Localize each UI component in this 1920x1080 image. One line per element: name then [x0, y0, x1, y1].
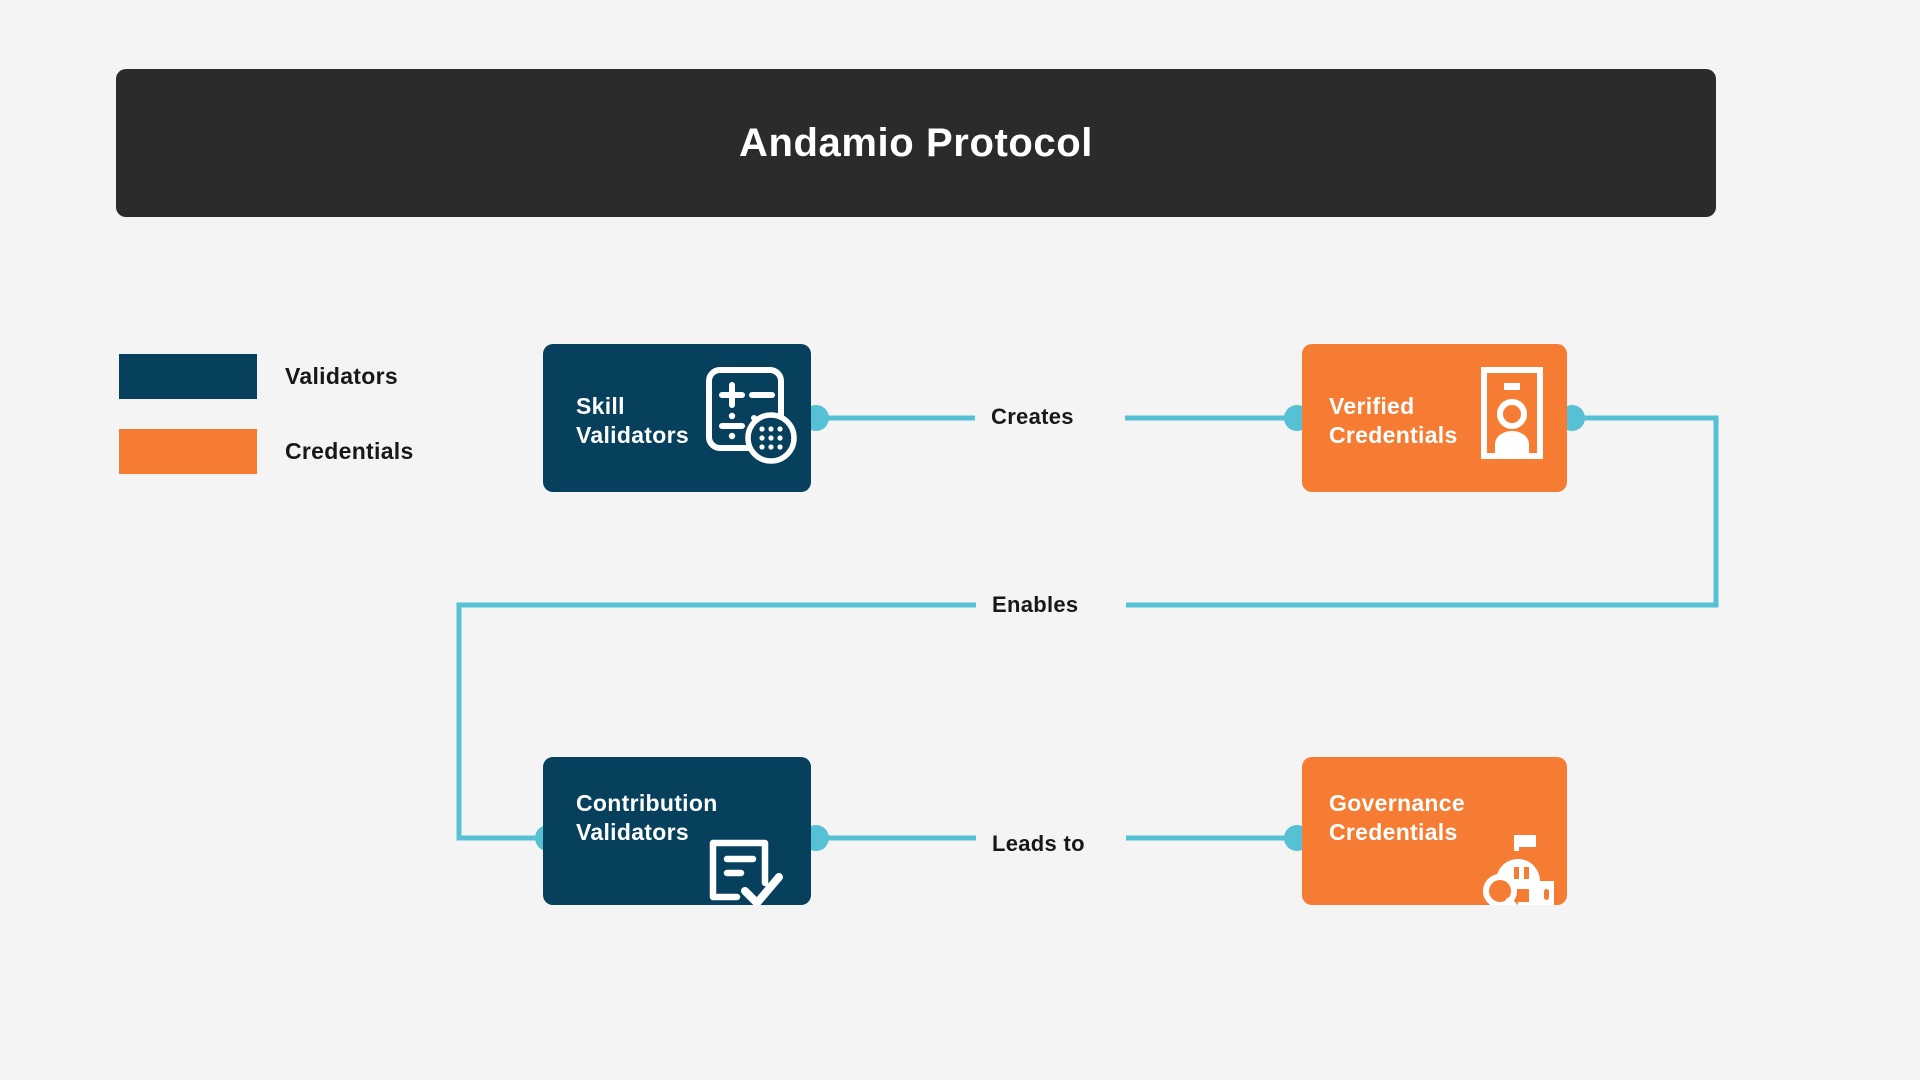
node-label-verified-credentials: Verified Credentials — [1329, 393, 1458, 449]
edge-label-enables: Enables — [992, 592, 1079, 617]
government-search-icon — [1462, 825, 1562, 905]
node-contribution-validators[interactable]: Contribution Validators — [543, 757, 811, 905]
legend-label-validators: Validators — [285, 363, 398, 389]
legend-label-credentials: Credentials — [285, 438, 414, 464]
node-label-skill-validators: Skill Validators — [576, 393, 689, 449]
legend-item-validators: Validators — [119, 354, 459, 399]
edge-label-leads-to: Leads to — [992, 831, 1085, 856]
node-skill-validators[interactable]: Skill Validators — [543, 344, 811, 492]
legend-swatch-validators — [119, 354, 257, 399]
header-bar: Andamio Protocol — [116, 69, 1716, 217]
node-label-contribution-validators: Contribution Validators — [576, 790, 718, 846]
edge-label-creates: Creates — [991, 404, 1074, 429]
id-badge-icon — [1462, 358, 1562, 473]
legend-swatch-credentials — [119, 429, 257, 474]
node-label-governance-credentials: Governance Credentials — [1329, 790, 1465, 846]
page-title: Andamio Protocol — [738, 120, 1094, 165]
calculator-icon — [691, 358, 801, 473]
document-check-icon — [693, 825, 793, 905]
legend-item-credentials: Credentials — [119, 429, 459, 474]
node-governance-credentials[interactable]: Governance Credentials — [1302, 757, 1567, 905]
node-verified-credentials[interactable]: Verified Credentials — [1302, 344, 1567, 492]
legend: Validators Credentials — [119, 354, 459, 504]
